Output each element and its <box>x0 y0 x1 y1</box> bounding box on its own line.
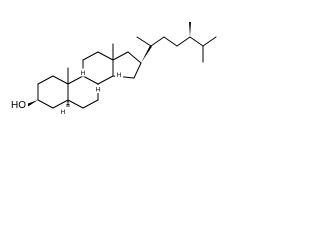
bond <box>163 36 178 47</box>
label-background <box>79 68 87 77</box>
bond <box>189 36 204 47</box>
bond <box>136 36 152 47</box>
bond <box>112 51 129 61</box>
label-background <box>94 85 102 93</box>
h-label-c5: H <box>61 109 66 116</box>
bond <box>150 36 165 47</box>
ring-b <box>67 75 99 109</box>
bond <box>82 99 99 109</box>
bond <box>52 75 69 85</box>
label-background <box>115 70 123 79</box>
bond <box>67 99 84 109</box>
bond <box>97 51 114 61</box>
bond <box>202 36 217 47</box>
side-chain <box>136 22 217 63</box>
ring-c <box>82 51 114 85</box>
ring-a <box>37 75 69 109</box>
h-label-c8: H <box>96 87 101 94</box>
c5-hashed-bond <box>66 101 70 107</box>
bond <box>82 75 99 85</box>
c24-wedge-bond <box>189 22 191 37</box>
bond <box>133 62 142 79</box>
bond <box>52 99 69 109</box>
c17-wedge-bond <box>141 45 152 63</box>
bond <box>127 51 142 64</box>
bond <box>37 75 54 85</box>
h-label-c9: H <box>81 70 86 77</box>
c3-wedge-bond <box>28 100 38 107</box>
bond <box>97 75 114 85</box>
bond <box>176 36 191 47</box>
hydroxyl-label: HO <box>11 100 26 111</box>
bond <box>67 75 84 85</box>
bond <box>82 51 99 61</box>
h-label-c14: H <box>117 72 122 79</box>
bond <box>37 99 54 109</box>
steroid-structure-diagram: HO H H H H <box>11 22 217 116</box>
